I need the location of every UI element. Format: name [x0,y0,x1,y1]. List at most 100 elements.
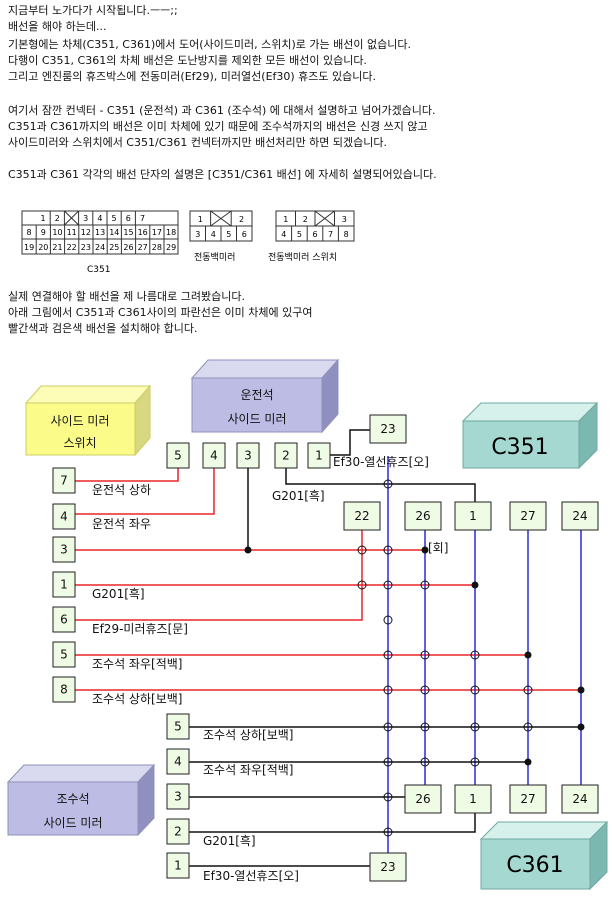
left-label-6: 조수석 상하[보백] [92,692,182,706]
left-label-3: G201[흑] [92,587,145,601]
left-label-4: Ef29-미러휴즈[문] [92,622,188,636]
c361-pin-26-number: 26 [415,792,430,806]
pin-number: 2 [55,214,60,223]
pin-number: 4 [97,214,102,223]
switch-top-pin-3 [236,442,260,469]
c351-pin-23-number: 23 [380,422,395,436]
pin-number: 26 [123,243,133,252]
label-ef30-top: Ef30-열선휴즈[오] [333,455,429,469]
c351-pin-22-number: 22 [354,509,369,523]
wire-mirror2-to-c351-1 [285,468,476,502]
pin-number: 6 [312,230,317,239]
c361-block: C361 [479,820,609,891]
mirror-connector-label: 전동백미러 [194,252,235,263]
crossing-hop [383,615,393,625]
c351-pin-27 [509,501,547,531]
pin-number: 1 [198,215,203,224]
switch-left-pin-3 [52,536,76,563]
pin-number: 7 [140,214,145,223]
explain-line-2: 아래 그림에서 C351과 C361사이의 파란선은 이미 차체에 있구여 [8,306,313,319]
c351-pin-24-number: 24 [572,509,587,523]
crossing-hop [357,580,367,590]
crossing-hop [383,757,393,767]
left-label-1: 운전석 좌우 [92,517,151,531]
intro-line-7: C351과 C361까지의 배선은 이미 차체에 있기 때문에 조수석까지의 배… [8,120,428,133]
splice-dot [577,686,585,694]
left-label-0: 운전석 상하 [92,483,151,497]
passenger-label-1: 조수석 좌우[적백] [203,763,293,777]
crossing-hop [357,545,367,555]
c351-pin-23 [369,414,407,444]
switch-top-pin-4-number: 4 [210,449,218,463]
pin-number: 10 [52,228,62,237]
passenger-pin-3 [166,783,190,810]
pin-number: 8 [344,230,349,239]
passenger-pin-2 [166,818,190,845]
pin-number: 4 [211,230,216,239]
pin-number: 13 [95,228,105,237]
crossing-hop [383,650,393,660]
intro-line-1: 지금부터 노가다가 시작됩니다.ㅡㅡ;; [8,4,178,17]
pin-number: 8 [27,228,32,237]
pin-number: 3 [342,215,347,224]
wires [75,429,585,867]
c351-pin-26 [404,501,442,531]
svg-text:C351: C351 [491,435,548,460]
switch-left-pin-7 [52,467,76,494]
pin-number: 14 [109,228,119,237]
pin-number: 4 [281,230,286,239]
c361-pin-1 [454,784,492,814]
crossing-hop [523,685,533,695]
mirror-pin-2 [274,442,298,469]
svg-text:조수석: 조수석 [56,792,89,806]
passenger-pin-1 [166,852,190,879]
splice-dot [524,651,532,659]
switch-top-pin-3-number: 3 [244,449,252,463]
crossing-hop [383,827,393,837]
c361-pin-23-number: 23 [380,860,395,874]
pin-number: 20 [38,243,48,252]
c361-pin-24-number: 24 [572,792,587,806]
svg-text:사이드 미러: 사이드 미러 [227,412,286,426]
mirror-pin-2-number: 2 [282,449,290,463]
crossing-hop [420,685,430,695]
c351-pin-22 [343,501,381,531]
switch-left-pin-3-number: 3 [60,543,68,557]
svg-text:C361: C361 [506,853,563,878]
switch-left-pin-8-number: 8 [60,683,68,697]
splice-dot [421,546,429,554]
switch-left-pin-4 [52,503,76,530]
pin-number: 28 [152,243,162,252]
pin-number: 23 [81,243,91,252]
svg-text:사이드 미러: 사이드 미러 [43,816,102,830]
driver-side-mirror-block: 운전석 사이드 미러 [190,358,340,434]
passenger-pin-2-number: 2 [174,825,182,839]
passenger-pin-5 [166,713,190,740]
switch-left-pin-6-number: 6 [60,613,68,627]
pin-number: 1 [283,215,288,224]
switch-connector-label: 전동백미러 스위치 [268,251,337,263]
passenger-label-3: G201[흑] [203,834,256,848]
pin-number: 3 [83,214,88,223]
pin-number: 12 [81,228,91,237]
label-g201-top: G201[흑] [272,489,325,503]
pin-number: 27 [138,243,148,252]
passenger-pin-4 [166,748,190,775]
c351-pin-24 [561,501,599,531]
crossing-hop [470,722,480,732]
svg-text:스위치: 스위치 [63,436,96,450]
passenger-pin-5-number: 5 [174,720,182,734]
passenger-label-4: Ef30-열선휴즈[오] [203,869,299,883]
switch-left-pin-5 [52,641,76,668]
mirror-pin-1-number: 1 [315,449,323,463]
c361-pin-26 [404,784,442,814]
switch-left-pin-1 [52,571,76,598]
crossing-hop [383,545,393,555]
pin-number: 21 [52,243,62,252]
intro-line-6: 여기서 잠깐 컨넥터 - C351 (운전석) 과 C361 (조수석) 에 대… [8,104,436,117]
crossing-hop [383,722,393,732]
